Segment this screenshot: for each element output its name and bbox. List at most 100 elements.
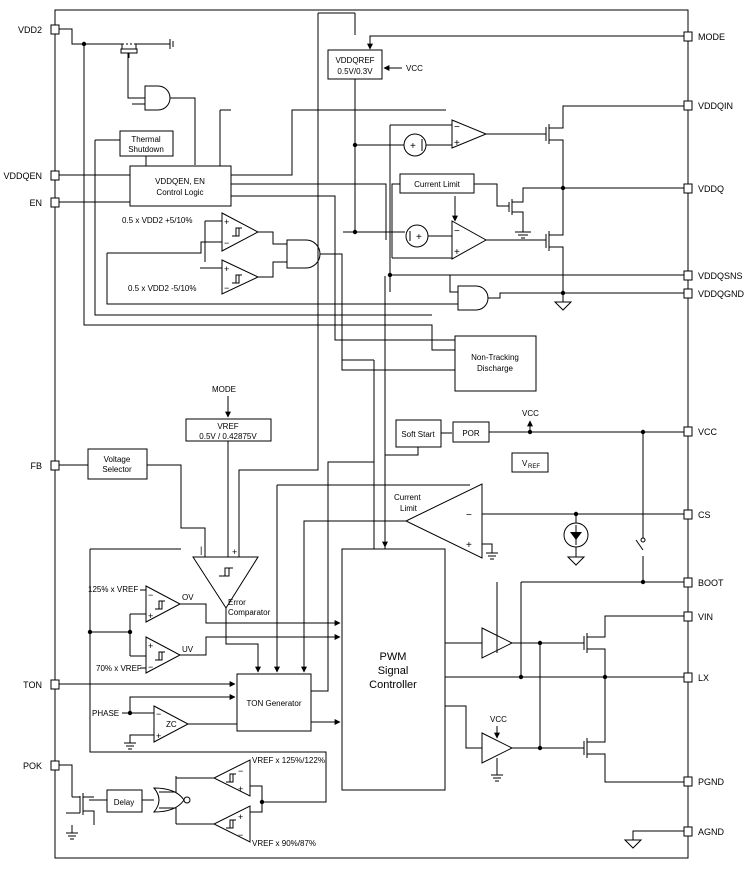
window-lo-label: 0.5 x VDD2 -5/10% <box>128 284 196 293</box>
pin-pok-label: POK <box>23 761 42 771</box>
current-limit-box-label: Current Limit <box>414 180 461 189</box>
pin-vddq-label: VDDQ <box>698 184 724 194</box>
and-gate-discharge <box>449 275 563 311</box>
zc-label: ZC <box>166 720 177 729</box>
pok-lo-minus: − <box>238 830 243 840</box>
pin-mode[interactable]: MODE <box>683 31 725 42</box>
pin-pok[interactable]: POK <box>23 760 60 771</box>
cl-plus: + <box>466 540 472 551</box>
delay-block: Delay <box>106 789 154 813</box>
pin-cs-label: CS <box>698 510 711 520</box>
window-comparator-hi: 0.5 x VDD2 +5/10% + − <box>122 212 287 262</box>
err-minus: | <box>200 545 202 555</box>
pin-vddqin[interactable]: VDDQIN <box>683 100 733 111</box>
control-logic-label-1: VDDQEN, EN <box>155 177 205 186</box>
pok-output-fet <box>59 764 107 840</box>
vdd2-bus-wire <box>83 44 455 351</box>
pin-vddqgnd-label: VDDQGND <box>698 289 745 299</box>
ov-minus: − <box>148 590 153 600</box>
phase-label: PHASE <box>92 709 119 718</box>
pin-pgnd-label: PGND <box>698 777 725 787</box>
uv-label: UV <box>182 645 194 654</box>
ov-ref-label: 125% x VREF <box>88 585 138 594</box>
mode-wire-top <box>367 35 684 50</box>
pin-en[interactable]: EN <box>29 197 60 208</box>
thermal-label-1: Thermal <box>131 135 161 144</box>
window-comparator-lo: 0.5 x VDD2 -5/10% + − <box>106 241 458 305</box>
vddqref-vcc-label: VCC <box>406 64 423 73</box>
pin-vcc-label: VCC <box>698 427 718 437</box>
por-label: POR <box>462 429 480 438</box>
pwm-label-1: PWM <box>380 651 407 663</box>
and-gate-window <box>286 239 455 371</box>
pin-fb[interactable]: FB <box>30 460 60 471</box>
control-logic-block: VDDQEN, EN Control Logic <box>59 109 455 341</box>
and-gate-enable <box>132 85 196 165</box>
thermal-shutdown-block: Thermal Shutdown <box>119 130 174 166</box>
nontrack-label-2: Discharge <box>477 364 514 373</box>
soft-start-label: Soft Start <box>401 430 435 439</box>
vref-box-label: V <box>522 459 528 468</box>
ov-plus: + <box>148 611 153 621</box>
vref-value: 0.5V / 0.42875V <box>199 432 257 441</box>
vref-label: VREF <box>217 422 238 431</box>
ov-comparator: 125% x VREF − + OV <box>88 585 341 656</box>
current-source-icon <box>563 514 589 566</box>
por-block: POR VCC <box>452 409 684 443</box>
pin-vcc[interactable]: VCC <box>683 426 718 437</box>
hysteresis-icon <box>155 600 165 610</box>
window-hi-label: 0.5 x VDD2 +5/10% <box>122 216 192 225</box>
pin-vddqsns[interactable]: VDDQSNS <box>683 270 743 281</box>
non-tracking-discharge-block: Non-Tracking Discharge <box>454 335 537 392</box>
pin-agnd-label: AGND <box>698 827 725 837</box>
pin-vdd2[interactable]: VDD2 <box>18 24 60 35</box>
zc-plus: + <box>156 731 161 741</box>
pin-vddqen[interactable]: VDDQEN <box>3 170 60 181</box>
current-limit-comparator: Current Limit − + <box>301 483 684 673</box>
cl-label-2: Limit <box>400 504 418 513</box>
pin-lx[interactable]: LX <box>683 672 709 683</box>
thermal-label-2: Shutdown <box>128 145 164 154</box>
cl-label-1: Current <box>394 493 421 502</box>
win-hi-plus: + <box>224 217 229 227</box>
vddqref-block: VDDQREF 0.5V/0.3V VCC <box>327 49 423 80</box>
low-side-driver: VCC <box>445 643 584 782</box>
voltsel-label-2: Selector <box>102 465 132 474</box>
err-label-1: Error <box>228 598 246 607</box>
pok-comparator-lo: + − VREF x 90%/87% <box>176 751 327 848</box>
pin-vin[interactable]: VIN <box>683 611 713 622</box>
pok-lo-label: VREF x 90%/87% <box>252 839 316 848</box>
pin-agnd[interactable]: AGND <box>683 826 725 837</box>
fb-loop-wire <box>317 12 356 165</box>
pin-boot[interactable]: BOOT <box>683 577 724 588</box>
pin-cs[interactable]: CS <box>683 509 711 520</box>
pin-vddqgnd[interactable]: VDDQGND <box>683 288 745 299</box>
uv-minus: − <box>148 662 153 672</box>
pin-vin-label: VIN <box>698 612 713 622</box>
pin-lx-label: LX <box>698 673 709 683</box>
zc-comparator: PHASE ZC − + <box>92 694 237 750</box>
vddq-low-fet <box>545 188 684 311</box>
nontrack-label-1: Non-Tracking <box>471 353 519 362</box>
vref-mode-label: MODE <box>212 385 236 394</box>
vref-box-sub: REF <box>528 464 540 470</box>
high-side-fet <box>445 615 684 680</box>
or-gate-pok <box>152 776 191 824</box>
error-comparator: | + Error Comparator <box>192 545 271 673</box>
vddqin-fet <box>545 105 684 191</box>
pok-hi-label: VREF x 125%/122% <box>252 756 325 765</box>
pin-ton[interactable]: TON <box>23 679 60 690</box>
win-hi-minus: − <box>224 238 229 248</box>
pwm-label-2: Signal <box>378 665 409 677</box>
uv-comparator: 70% x VREF + − UV <box>96 634 341 674</box>
hysteresis-icon <box>219 567 233 577</box>
uv-ref-label: 70% x VREF <box>96 664 142 673</box>
pin-vddq[interactable]: VDDQ <box>683 183 724 194</box>
pin-pgnd[interactable]: PGND <box>683 776 725 787</box>
vddq-opamp-lower: + − + <box>343 145 546 260</box>
isrc-plus: + <box>410 141 416 152</box>
pin-fb-label: FB <box>30 461 42 471</box>
hysteresis-icon <box>226 773 236 783</box>
vref-block: MODE VREF 0.5V / 0.42875V <box>185 385 272 557</box>
